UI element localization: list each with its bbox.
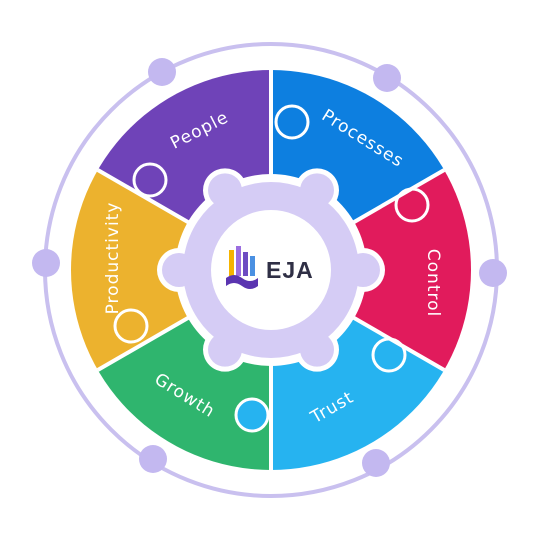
ring-dot — [32, 249, 60, 277]
puzzle-knob — [132, 162, 168, 198]
separator-line — [96, 313, 195, 372]
ring-dot — [139, 445, 167, 473]
eja-logo: EJA — [226, 246, 314, 289]
ring-dot — [148, 58, 176, 86]
ring-dots — [32, 58, 507, 477]
separator-line — [347, 168, 446, 227]
puzzle-knob — [234, 397, 270, 433]
puzzle-knob — [274, 104, 310, 140]
center-hub — [157, 168, 385, 372]
segment-separators — [96, 70, 446, 470]
logo-text: EJA — [266, 257, 314, 283]
label-productivity: Productivity — [103, 202, 123, 315]
ring-dot — [362, 449, 390, 477]
puzzle-tabs — [113, 104, 430, 433]
separator-line — [96, 168, 195, 227]
logo-mark-icon — [226, 246, 258, 289]
ring-dot — [373, 64, 401, 92]
label-control: Control — [423, 249, 443, 317]
separator-line — [347, 313, 446, 372]
puzzle-knob — [113, 308, 149, 344]
hub-center — [211, 210, 331, 330]
ring-dot — [479, 259, 507, 287]
